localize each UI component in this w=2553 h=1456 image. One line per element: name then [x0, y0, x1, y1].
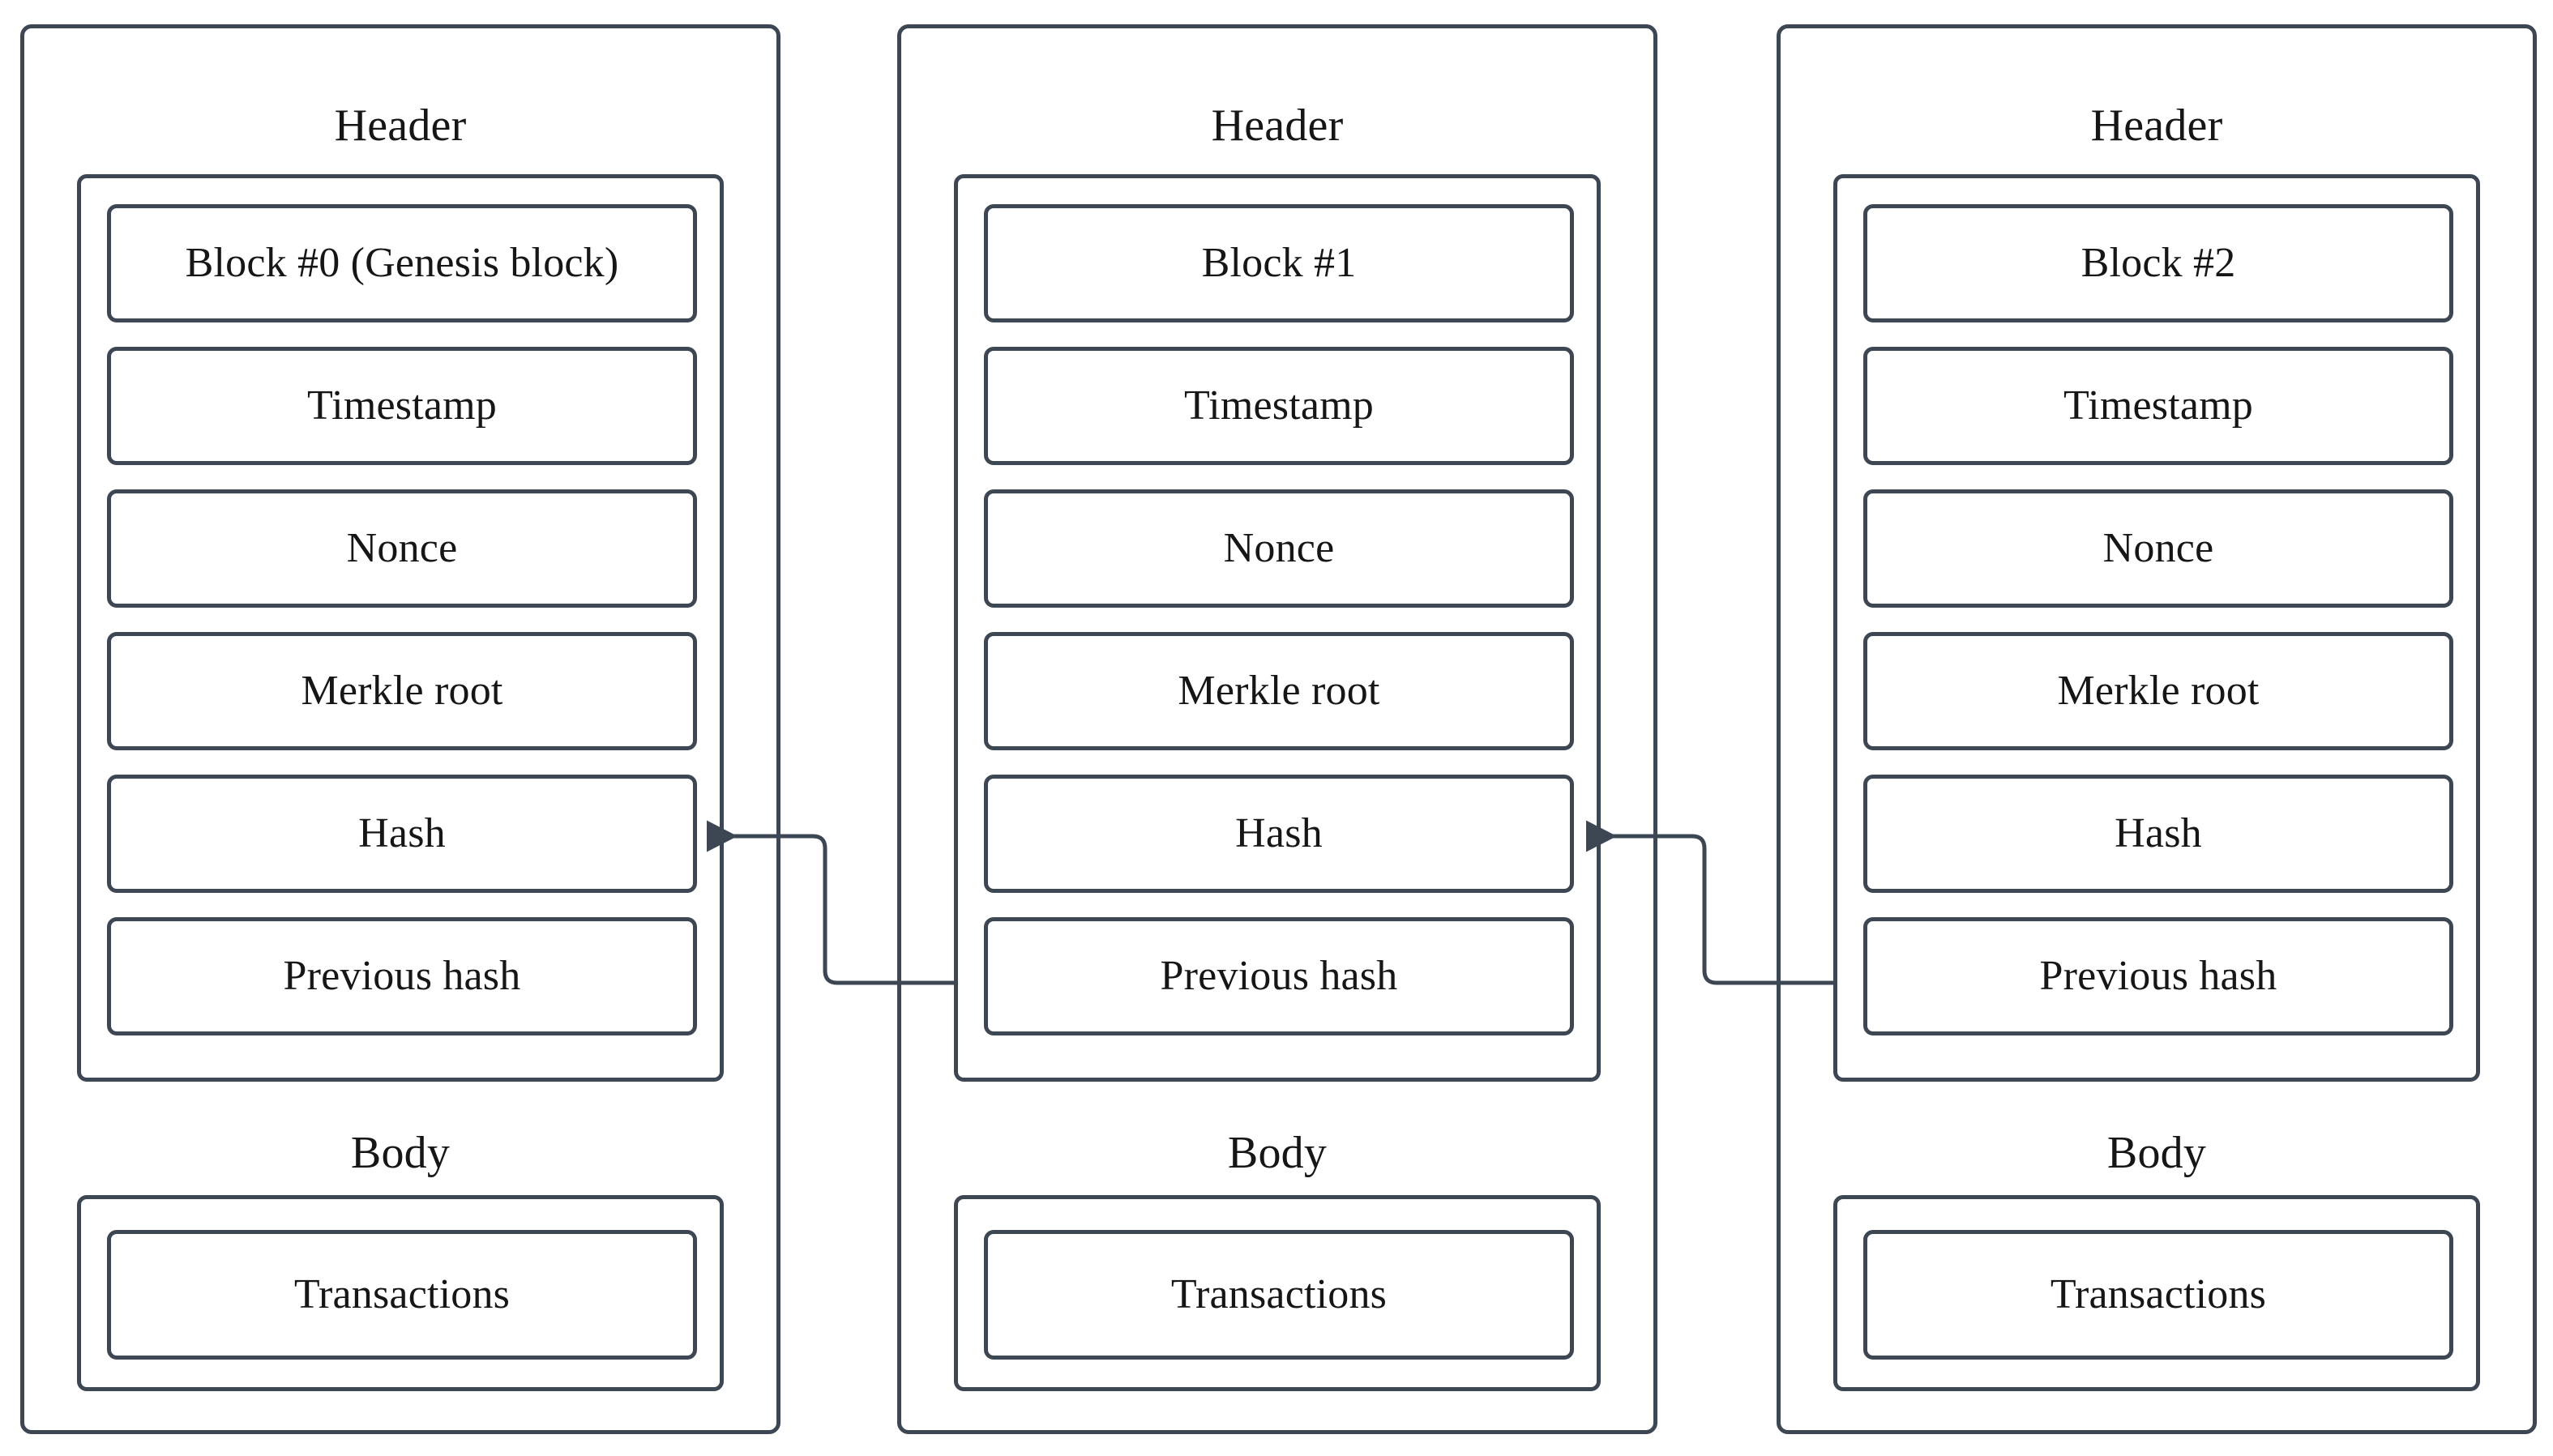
- section-caption-body: Body: [1227, 1128, 1328, 1178]
- field-block-id-1: Block #1: [984, 204, 1574, 322]
- field-label: Merkle root: [301, 668, 503, 714]
- field-label: Previous hash: [1160, 953, 1398, 999]
- field-block-id-2: Block #2: [1863, 204, 2453, 322]
- header-group-0: Block #0 (Genesis block) Timestamp Nonce…: [77, 174, 724, 1082]
- section-caption-body: Body: [350, 1128, 451, 1178]
- field-transactions-2: Transactions: [1863, 1230, 2453, 1360]
- field-label: Previous hash: [283, 953, 521, 999]
- field-label: Transactions: [2050, 1271, 2267, 1317]
- field-hash-2: Hash: [1863, 775, 2453, 893]
- field-transactions-1: Transactions: [984, 1230, 1574, 1360]
- block-container-0: Header Block #0 (Genesis block) Timestam…: [20, 24, 780, 1434]
- field-previous-hash-0: Previous hash: [107, 917, 697, 1035]
- field-merkle-root-2: Merkle root: [1863, 632, 2453, 750]
- field-label: Merkle root: [1178, 668, 1380, 714]
- field-label: Hash: [1235, 810, 1323, 856]
- field-block-id-0: Block #0 (Genesis block): [107, 204, 697, 322]
- field-nonce-2: Nonce: [1863, 489, 2453, 608]
- field-nonce-1: Nonce: [984, 489, 1574, 608]
- field-merkle-root-1: Merkle root: [984, 632, 1574, 750]
- field-label: Hash: [358, 810, 446, 856]
- field-previous-hash-2: Previous hash: [1863, 917, 2453, 1035]
- section-caption-header: Header: [1211, 100, 1344, 151]
- field-merkle-root-0: Merkle root: [107, 632, 697, 750]
- field-previous-hash-1: Previous hash: [984, 917, 1574, 1035]
- field-label: Hash: [2115, 810, 2202, 856]
- field-label: Nonce: [1223, 525, 1335, 571]
- field-nonce-0: Nonce: [107, 489, 697, 608]
- section-caption-body: Body: [2106, 1128, 2207, 1178]
- field-label: Timestamp: [1184, 382, 1374, 429]
- section-caption-header: Header: [2090, 100, 2223, 151]
- field-label: Transactions: [293, 1271, 511, 1317]
- header-group-1: Block #1 Timestamp Nonce Merkle root Has…: [954, 174, 1601, 1082]
- field-label: Timestamp: [307, 382, 497, 429]
- field-label: Merkle root: [2057, 668, 2260, 714]
- field-timestamp-2: Timestamp: [1863, 347, 2453, 465]
- block-container-1: Header Block #1 Timestamp Nonce Merkle r…: [897, 24, 1657, 1434]
- body-group-1: Transactions: [954, 1195, 1601, 1391]
- field-timestamp-0: Timestamp: [107, 347, 697, 465]
- field-label: Previous hash: [2039, 953, 2277, 999]
- field-label: Block #0 (Genesis block): [185, 240, 619, 286]
- field-label: Nonce: [2102, 525, 2214, 571]
- header-group-2: Block #2 Timestamp Nonce Merkle root Has…: [1833, 174, 2480, 1082]
- field-label: Transactions: [1170, 1271, 1388, 1317]
- field-label: Timestamp: [2063, 382, 2253, 429]
- field-transactions-0: Transactions: [107, 1230, 697, 1360]
- body-group-0: Transactions: [77, 1195, 724, 1391]
- section-caption-header: Header: [334, 100, 467, 151]
- field-hash-0: Hash: [107, 775, 697, 893]
- field-label: Block #1: [1201, 240, 1357, 286]
- block-container-2: Header Block #2 Timestamp Nonce Merkle r…: [1777, 24, 2537, 1434]
- field-hash-1: Hash: [984, 775, 1574, 893]
- field-label: Block #2: [2080, 240, 2236, 286]
- field-label: Nonce: [346, 525, 458, 571]
- field-timestamp-1: Timestamp: [984, 347, 1574, 465]
- body-group-2: Transactions: [1833, 1195, 2480, 1391]
